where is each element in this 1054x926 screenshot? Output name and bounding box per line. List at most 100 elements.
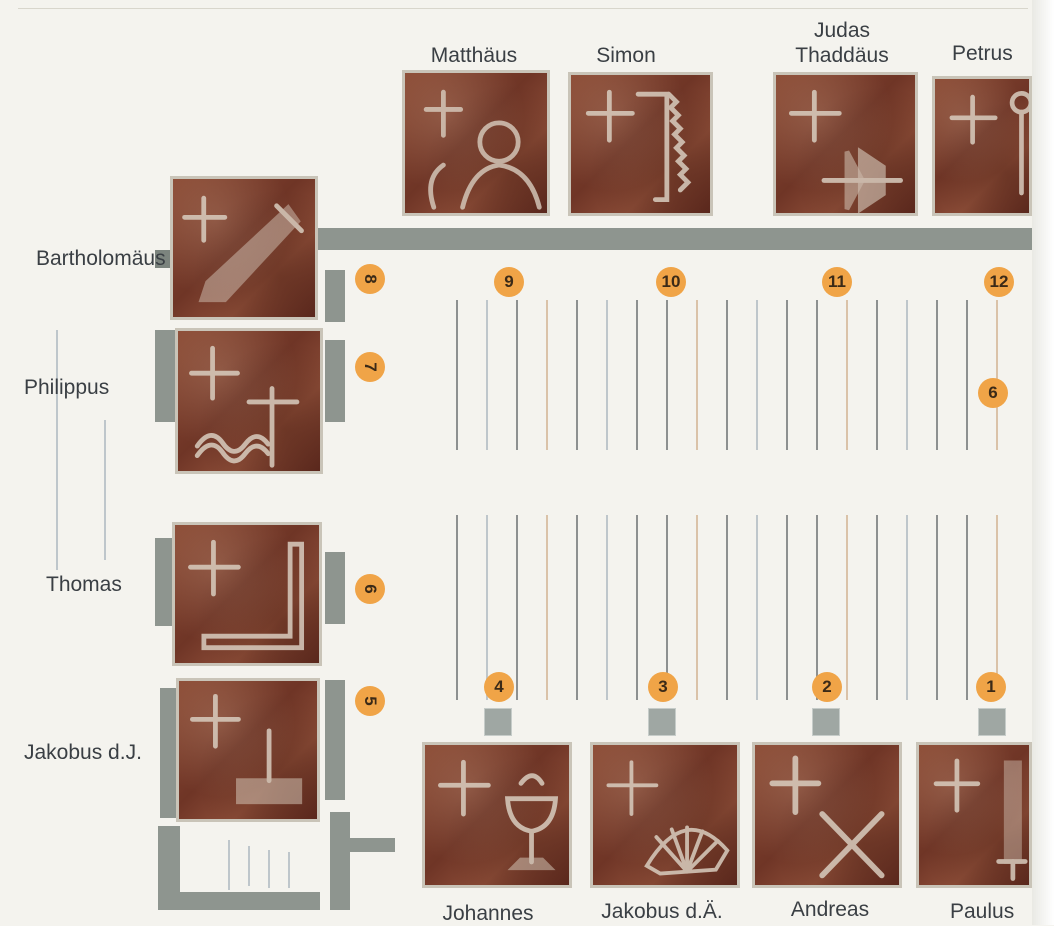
label-simon: Simon <box>596 44 656 68</box>
tile-judas-thaddaeus <box>773 72 918 216</box>
label-matthaeus: Matthäus <box>431 44 517 68</box>
pew-line <box>268 850 270 888</box>
pew-line <box>816 515 818 700</box>
pew-line <box>456 515 458 700</box>
pillar-left-philippus <box>155 330 175 422</box>
badge-1: 1 <box>976 672 1006 702</box>
badge-12: 12 <box>984 267 1014 297</box>
pillar-5 <box>325 680 345 800</box>
pew-line <box>288 852 290 888</box>
pew-line <box>816 300 818 450</box>
fuller-club-icon <box>179 681 317 819</box>
badge-6-right: 6 <box>978 378 1008 408</box>
wall-entrance-connector <box>345 838 395 852</box>
pew-line <box>696 515 698 700</box>
label-judas-thaddaeus: Judas Thaddäus <box>795 18 888 68</box>
wall-south <box>175 892 320 910</box>
column-base-3 <box>648 708 676 736</box>
badge-9: 9 <box>494 267 524 297</box>
scallop-shell-icon <box>593 745 737 885</box>
tile-paulus <box>916 742 1032 888</box>
pew-line <box>666 300 668 450</box>
pew-line <box>906 300 908 450</box>
tile-thomas <box>172 522 322 666</box>
badge-5: 5 <box>355 686 385 716</box>
tile-bartholomaeus <box>170 176 318 320</box>
pew-line <box>636 300 638 450</box>
badge-3: 3 <box>648 672 678 702</box>
pew-line <box>996 300 998 450</box>
column-base-1 <box>978 708 1006 736</box>
column-base-2 <box>812 708 840 736</box>
pew-line <box>726 300 728 450</box>
pew-line <box>966 300 968 450</box>
tile-simon <box>568 72 713 216</box>
badge-8: 8 <box>355 264 385 294</box>
pew-line <box>876 515 878 700</box>
label-bartholomaeus: Bartholomäus <box>36 247 166 271</box>
pew-line <box>516 300 518 450</box>
pew-line <box>104 420 106 560</box>
pew-line <box>936 515 938 700</box>
pew-line <box>696 300 698 450</box>
badge-2: 2 <box>812 672 842 702</box>
label-judas: Judas <box>795 18 888 43</box>
label-paulus: Paulus <box>950 900 1014 924</box>
angle-square-icon <box>175 525 319 663</box>
knife-icon <box>173 179 315 317</box>
pew-line <box>726 515 728 700</box>
pillar-6 <box>325 552 345 624</box>
pew-line <box>228 840 230 890</box>
pew-line <box>846 300 848 450</box>
tile-matthaeus <box>402 70 550 216</box>
pew-line <box>756 515 758 700</box>
badge-11: 11 <box>822 267 852 297</box>
wall-southeast-pillar <box>330 812 350 910</box>
saw-icon <box>571 75 710 213</box>
tile-jakobus-d-j <box>176 678 320 822</box>
pew-line <box>786 300 788 450</box>
pew-line <box>906 515 908 700</box>
pew-line <box>876 300 878 450</box>
saltire-cross-icon <box>755 745 899 885</box>
angel-icon <box>405 73 547 213</box>
pew-line <box>576 515 578 700</box>
pew-line <box>606 515 608 700</box>
pew-line <box>936 300 938 450</box>
page-border-line <box>18 8 1028 9</box>
tile-johannes <box>422 742 572 888</box>
pillar-8 <box>325 270 345 322</box>
pew-line <box>456 300 458 450</box>
pew-line <box>756 300 758 450</box>
pew-line <box>966 515 968 700</box>
pillar-7 <box>325 340 345 422</box>
page-edge <box>1032 0 1054 925</box>
pew-line <box>576 300 578 450</box>
pew-line <box>516 515 518 700</box>
label-johannes: Johannes <box>442 902 533 926</box>
axe-icon <box>776 75 915 213</box>
pew-line <box>546 515 548 700</box>
pew-line <box>546 300 548 450</box>
badge-6: 6 <box>355 574 385 604</box>
badge-4: 4 <box>484 672 514 702</box>
pew-line <box>846 515 848 700</box>
column-base-4 <box>484 708 512 736</box>
pew-line <box>56 330 58 570</box>
label-jakobus-d-j: Jakobus d.J. <box>24 741 142 765</box>
label-petrus: Petrus <box>952 42 1013 66</box>
tile-jakobus-d-a <box>590 742 740 888</box>
tile-petrus <box>932 76 1032 216</box>
north-wall <box>318 228 1032 250</box>
key-icon <box>935 79 1029 213</box>
badge-7: 7 <box>355 352 385 382</box>
label-jakobus-d-a: Jakobus d.Ä. <box>601 900 722 924</box>
badge-10: 10 <box>656 267 686 297</box>
label-philippus: Philippus <box>24 376 109 400</box>
label-andreas: Andreas <box>791 898 869 922</box>
pew-line <box>606 300 608 450</box>
tile-andreas <box>752 742 902 888</box>
chalice-icon <box>425 745 569 885</box>
tile-philippus <box>175 328 323 474</box>
